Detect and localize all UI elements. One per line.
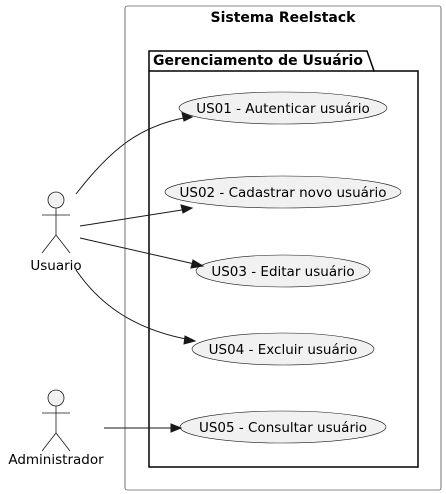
actor-right-leg: [55, 432, 71, 452]
association-administrador-us05: [104, 423, 183, 433]
association-usuario-us04: [75, 269, 197, 345]
association-line: [75, 116, 190, 195]
actor-head-icon: [47, 191, 65, 209]
use-case-us03[interactable]: US03 - Editar usuário: [195, 254, 371, 288]
use-case-label: US05 - Consultar usuário: [199, 420, 367, 436]
actor-usuario[interactable]: Usuario: [30, 191, 82, 274]
use-case-ellipse: [195, 254, 371, 288]
use-case-ellipse: [179, 410, 387, 444]
use-case-us05[interactable]: US05 - Consultar usuário: [179, 410, 387, 444]
use-case-us01[interactable]: US01 - Autenticar usuário: [178, 91, 388, 125]
use-case-ellipse: [178, 91, 388, 125]
use-case-us04[interactable]: US04 - Excluir usuário: [191, 332, 375, 366]
use-case-label: US02 - Cadastrar novo usuário: [180, 185, 387, 201]
association-usuario-us01: [75, 112, 194, 195]
actor-left-leg: [41, 234, 57, 254]
package-title: Gerenciamento de Usuário: [153, 53, 363, 69]
association-line: [79, 208, 189, 227]
actor-left-leg: [41, 432, 57, 452]
actor-right-leg: [55, 234, 71, 254]
arrowhead-icon: [180, 204, 194, 214]
association-line: [79, 237, 200, 266]
actor-label: Usuario: [30, 258, 81, 274]
system-title: Sistema Reelstack: [211, 10, 357, 26]
arrowhead-icon: [183, 335, 197, 345]
arrowhead-icon: [190, 259, 205, 269]
use-case-ellipse: [191, 332, 375, 366]
use-case-label: US04 - Excluir usuário: [209, 342, 358, 358]
use-case-label: US01 - Autenticar usuário: [196, 101, 370, 117]
association-line: [75, 269, 192, 341]
use-case-us02[interactable]: US02 - Cadastrar novo usuário: [164, 175, 402, 209]
association-usuario-us02: [79, 204, 194, 227]
use-case-label: US03 - Editar usuário: [211, 264, 354, 280]
use-case-ellipse: [164, 175, 402, 209]
actor-head-icon: [47, 389, 65, 407]
arrowhead-icon: [170, 423, 183, 433]
actor-administrador[interactable]: Administrador: [8, 389, 104, 468]
association-usuario-us03: [79, 237, 205, 269]
arrowhead-icon: [181, 112, 194, 122]
actor-label: Administrador: [8, 452, 104, 468]
